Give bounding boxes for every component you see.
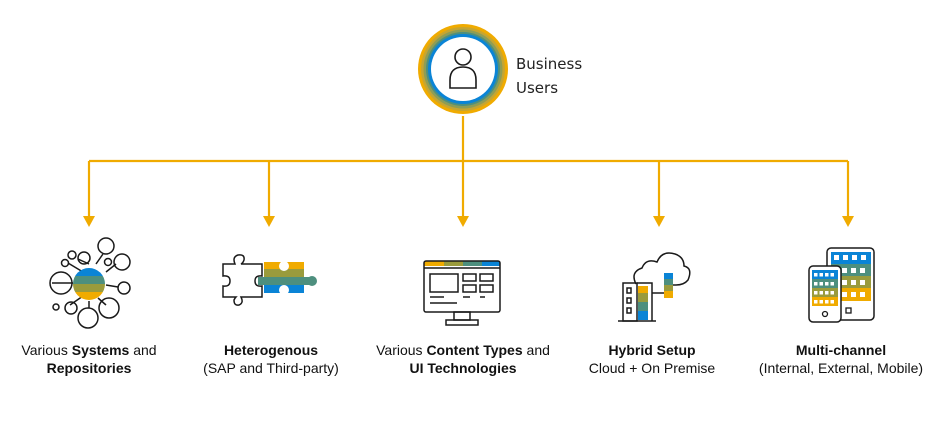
cloud-building-icon [618,252,691,322]
arrow-head-icon [457,216,469,227]
caption-text: (Internal, External, Mobile) [758,360,924,376]
hybrid-setup-caption: Hybrid Setup Cloud + On Premise [552,341,752,377]
monitor-icon [423,260,501,326]
caption-bold: Content Types [426,342,523,358]
arrow-head-icon [842,216,854,227]
multi-channel-caption: Multi-channel (Internal, External, Mobil… [741,341,940,377]
arrow-head-icon [83,216,95,227]
caption-text: Various [21,342,72,358]
caption-bold: UI Technologies [409,360,517,376]
label-line: Users [516,79,559,97]
caption-bold: Systems [71,342,130,358]
systems-caption: Various Systems and Repositories [0,341,189,377]
caption-text: Cloud + On Premise [588,360,716,376]
user-icon [449,48,477,89]
heterogenous-caption: Heterogenous (SAP and Third-party) [171,341,371,377]
label-line: Business [516,55,583,73]
caption-bold: Repositories [46,360,132,376]
arrow-head-icon [263,216,275,227]
caption-bold: Heterogenous [223,342,319,358]
caption-text: and [129,342,157,358]
content-types-caption: Various Content Types and UI Technologie… [361,341,565,377]
caption-bold: Hybrid Setup [608,342,696,358]
mobile-devices-icon [808,247,875,323]
business-users-node [418,24,508,114]
caption-text: and [522,342,550,358]
caption-text: Various [376,342,427,358]
business-users-label: Business Users [516,52,582,100]
connectors [87,116,850,218]
caption-text: (SAP and Third-party) [203,360,339,376]
network-nodes-icon [49,237,131,329]
arrow-head-icon [653,216,665,227]
puzzle-icon [222,254,317,306]
caption-bold: Multi-channel [795,342,887,358]
